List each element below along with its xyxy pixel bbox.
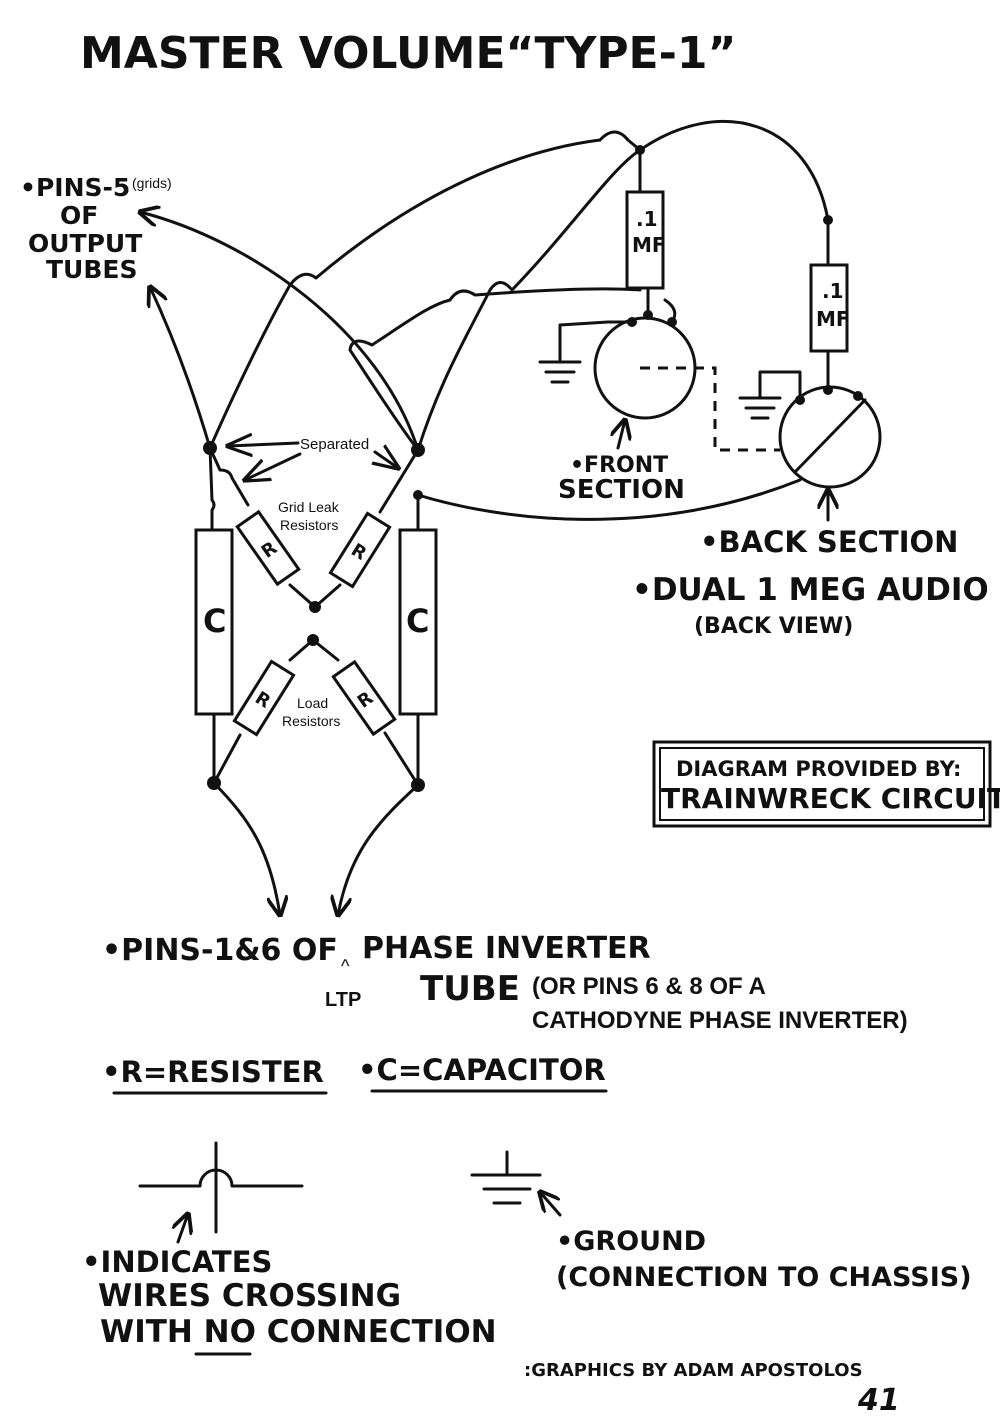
capacitor-front-01mf: .1 MF [625,145,666,290]
arrow-to-pin6 [338,783,420,915]
provided-by-line1: DIAGRAM PROVIDED BY: [676,757,961,781]
load-label-2: Resistors [282,713,340,729]
pins5-line1: •PINS-5 [20,173,130,202]
crossing-label-2: WIRES CROSSING [98,1278,401,1314]
wire-right-to-front-section [348,287,642,452]
capacitor-back-01mf: .1 MF [809,215,850,353]
grid-leak-resistor-left: R [235,509,301,587]
svg-text:C: C [203,602,226,640]
wire-left-to-back-section [208,119,830,450]
provided-by-box: DIAGRAM PROVIDED BY: TRAINWRECK CIRCUITS [652,740,1000,828]
svg-text:MF: MF [816,307,850,331]
page-number: 41 [857,1383,900,1418]
back-ground-icon [738,396,782,420]
phase-inverter-label: PHASE INVERTER [362,931,651,966]
svg-text:.1: .1 [822,279,844,303]
ground-label-2: (CONNECTION TO CHASSIS) [556,1262,972,1293]
arrow-to-output-right [140,212,420,452]
svg-text:MF: MF [632,233,666,257]
ground-symbol-icon [470,1150,542,1205]
coupling-capacitor-right: C [398,528,438,716]
svg-text:.1: .1 [636,207,658,231]
graphics-credit: :GRAPHICS BY ADAM APOSTOLOS [524,1360,863,1381]
cathodyne-line1: (OR PINS 6 & 8 OF A [532,973,766,1000]
crossing-label-3: WITH NO CONNECTION [100,1314,497,1350]
pins5-line4: TUBES [46,255,138,284]
provided-by-line2: TRAINWRECK CIRCUITS [661,782,1000,815]
tube-label: TUBE [420,969,520,1009]
ground-label-1: •GROUND [556,1226,706,1257]
pins5-grids: (grids) [132,175,172,191]
separated-label: Separated [300,436,369,453]
wire-left-grid-to-front [416,148,642,452]
front-section-label-2: SECTION [558,475,685,505]
load-resistor-left: R [232,659,296,737]
arrow-to-output-left [150,287,212,450]
crossing-label-1: •INDICATES [82,1245,272,1279]
grid-leak-center-node [309,601,321,613]
legend-resistor: •R=RESISTER [102,1055,324,1089]
load-resistor-right: R [331,659,397,737]
front-ground-icon [538,360,582,384]
back-section-label: •BACK SECTION [700,525,958,559]
cathodyne-line2: CATHODYNE PHASE INVERTER) [532,1007,908,1034]
pins5-line2: OF [60,201,98,230]
coupling-capacitor-left: C [194,528,234,716]
back-view-label: (BACK VIEW) [694,614,853,639]
caret-mark: ^ [341,956,350,976]
wire-right-cap-to-back [416,478,802,521]
arrow-to-pin1 [212,781,280,915]
diagram-title: MASTER VOLUME“TYPE-1” [80,28,736,79]
legend-capacitor: •C=CAPACITOR [358,1053,606,1087]
load-label-1: Load [297,695,328,711]
dual-pot-label: •DUAL 1 MEG AUDIO [632,572,989,608]
pot-gang-link [640,366,780,452]
pins-5-label: •PINS-5 (grids) OF OUTPUT TUBES [20,173,172,284]
wire-crossing-symbol [138,1141,304,1234]
grid-leak-label-1: Grid Leak [278,499,340,515]
grid-leak-resistor-right: R [328,511,392,589]
pins5-line3: OUTPUT [28,229,142,258]
pins-1-6-label: •PINS-1&6 OF [102,933,338,968]
grid-leak-label-2: Resistors [280,517,338,533]
ltp-label: LTP [325,989,361,1011]
front-section-label-1: •FRONT [570,453,668,478]
svg-text:C: C [406,602,429,640]
